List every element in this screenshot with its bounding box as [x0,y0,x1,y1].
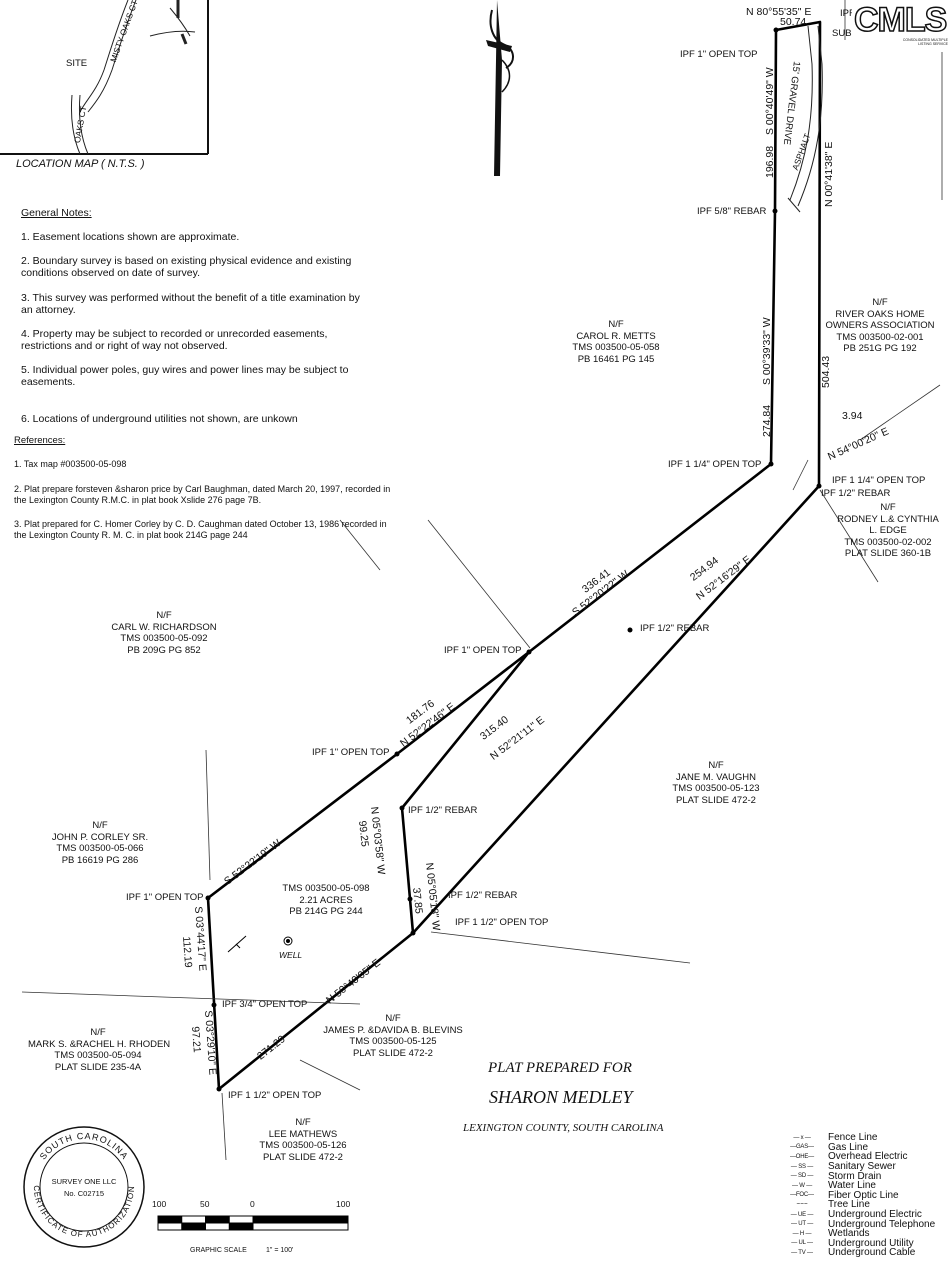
distance-west-stem-upper: 196.98 [764,145,776,178]
legend-row: —OHE—Overhead Electric [789,1151,908,1163]
legend-row: — SD —Storm Drain [790,1170,882,1182]
legend-row: — x —Fence Line [793,1132,878,1144]
monument-dots [205,27,822,1092]
monument-label-112-sw: IPF 1 1/2" OPEN TOP [228,1090,322,1101]
monument-label-1-west: IPF 1" OPEN TOP [126,892,204,903]
property-boundary [206,20,822,1091]
distance-notch-b: 37.85 [410,887,425,915]
legend-row: — H —Wetlands [792,1228,870,1240]
cmls-logo-tagline: CONSOLIDATED MULTIPLE LISTING SERVICE [902,38,948,46]
distance-small-seg: 3.94 [842,410,863,422]
scale-caption: GRAPHIC SCALE [190,1247,247,1254]
road-label-ipf-cut: IPF [840,8,855,19]
general-note-1: 1. Easement locations shown are approxim… [21,231,240,243]
cmls-logo: CMLS CONSOLIDATED MULTIPLE LISTING SERVI… [852,0,948,52]
distance-top: 50.74 [780,16,807,28]
distance-west-b: 97.21 [189,1026,203,1054]
location-map-roads [71,0,196,155]
graphic-scale-bar [157,1215,349,1231]
location-map-frame [0,0,209,155]
reference-1: 1. Tax map #003500-05-098 [14,459,127,469]
well-label: WELL [279,950,303,960]
legend-row: — UL —Underground Utility [791,1237,914,1249]
reference-3: 3. Plat prepared for C. Homer Corley by … [14,519,387,540]
distance-notch-a: 99.25 [356,820,371,848]
scale-tick-0: 0 [250,1199,255,1209]
legend-row: —GAS—Gas Line [790,1141,869,1153]
location-map-site-label: SITE [66,58,88,69]
distance-west-stem-lower: 274.84 [761,404,773,437]
bearing-top: N 80°55'35" E [746,6,812,18]
monument-label-12-notch-2: IPF 1/2" REBAR [448,890,518,901]
seal-number: No. C02715 [63,1189,105,1198]
plat-title-county: LEXINGTON COUNTY, SOUTH CAROLINA [463,1122,664,1134]
seal-ring-text: SOUTH CAROLINA CERTIFICATE OF AUTHORIZAT… [30,1131,138,1242]
legend-row: ⌣⌣⌣Tree Line [796,1199,870,1211]
general-note-3: 3. This survey was performed without the… [21,292,360,316]
location-map-title: LOCATION MAP ( N.T.S. ) [16,158,145,170]
monument-label-12-east: IPF 1/2" REBAR [821,488,891,499]
monument-label-58-rebar: IPF 5/8" REBAR [697,206,767,217]
references-heading: References: [14,435,66,446]
monument-label-12-notch: IPF 1/2" REBAR [408,805,478,816]
general-note-2: 2. Boundary survey is based on existing … [21,255,352,279]
plat-title-prepared-for: PLAT PREPARED FOR [488,1060,632,1076]
line-legend: — x —Fence Line —GAS—Gas Line —OHE—Overh… [776,1132,946,1259]
monument-label-1-mid: IPF 1" OPEN TOP [444,645,522,656]
general-note-6: 6. Locations of underground utilities no… [21,413,298,425]
scale-tick-100-right: 100 [336,1199,351,1209]
distance-east-stem: 504.43 [820,355,832,388]
monument-label-12-mid: IPF 1/2" REBAR [640,623,710,634]
monument-label-114-west: IPF 1 1/4" OPEN TOP [668,459,762,470]
general-note-5: 5. Individual power poles, guy wires and… [21,364,349,388]
scale-tick-100-left: 100 [152,1199,167,1209]
adjoiner-lines [21,0,943,1161]
surveyor-seal [23,1126,145,1248]
seal-center: SURVEY ONE LLC No. C02715 [50,1176,118,1200]
general-notes-heading: General Notes: [21,207,92,219]
svg-text:SOUTH CAROLINA: SOUTH CAROLINA [38,1132,131,1162]
legend-row: — UT —Underground Telephone [790,1218,936,1230]
gravel-drive [787,25,823,213]
monument-label-34: IPF 3/4" OPEN TOP [222,999,308,1010]
seal-ring-svg: SOUTH CAROLINA CERTIFICATE OF AUTHORIZAT… [32,1131,135,1239]
road-label-sub: SUB [832,28,852,39]
legend-row: — TV —Underground Cable [791,1247,916,1259]
north-arrow [486,0,514,176]
general-note-4: 4. Property may be subject to recorded o… [21,328,328,352]
seal-ring-top: SOUTH CAROLINA [38,1131,130,1162]
seal-company: SURVEY ONE LLC [51,1177,117,1186]
plat-title-client: SHARON MEDLEY [489,1087,633,1107]
monument-label-114-east: IPF 1 1/4" OPEN TOP [832,475,926,486]
bearing-west-stem-lower: S 00°39'33" W [761,317,773,385]
monument-label-top: IPF 1" OPEN TOP [680,49,758,60]
monument-label-112-notch: IPF 1 1/2" OPEN TOP [455,917,549,928]
cmls-logo-mark: CMLS [853,1,948,39]
legend-row: — UE —Underground Electric [790,1209,922,1221]
scale-tick-50: 50 [200,1199,210,1209]
distance-west-a: 112.19 [180,936,195,969]
scale-ratio: 1" = 100' [266,1247,294,1254]
legend-row: — SS —Sanitary Sewer [790,1161,896,1173]
well-symbol [283,936,293,946]
bearing-east-stem: N 00°41'38" E [823,141,835,207]
monument-label-1-low: IPF 1" OPEN TOP [312,747,390,758]
legend-row: —FOC—Fiber Optic Line [790,1189,899,1201]
bearing-west-stem-upper: S 00°40'49" W [764,67,776,135]
north-arrow-label: MAGNETIC [494,144,500,171]
legend-row: — W —Water Line [792,1180,876,1192]
reference-2: 2. Plat prepare forsteven &sharon price … [14,484,391,505]
easement-arrow [227,935,247,953]
